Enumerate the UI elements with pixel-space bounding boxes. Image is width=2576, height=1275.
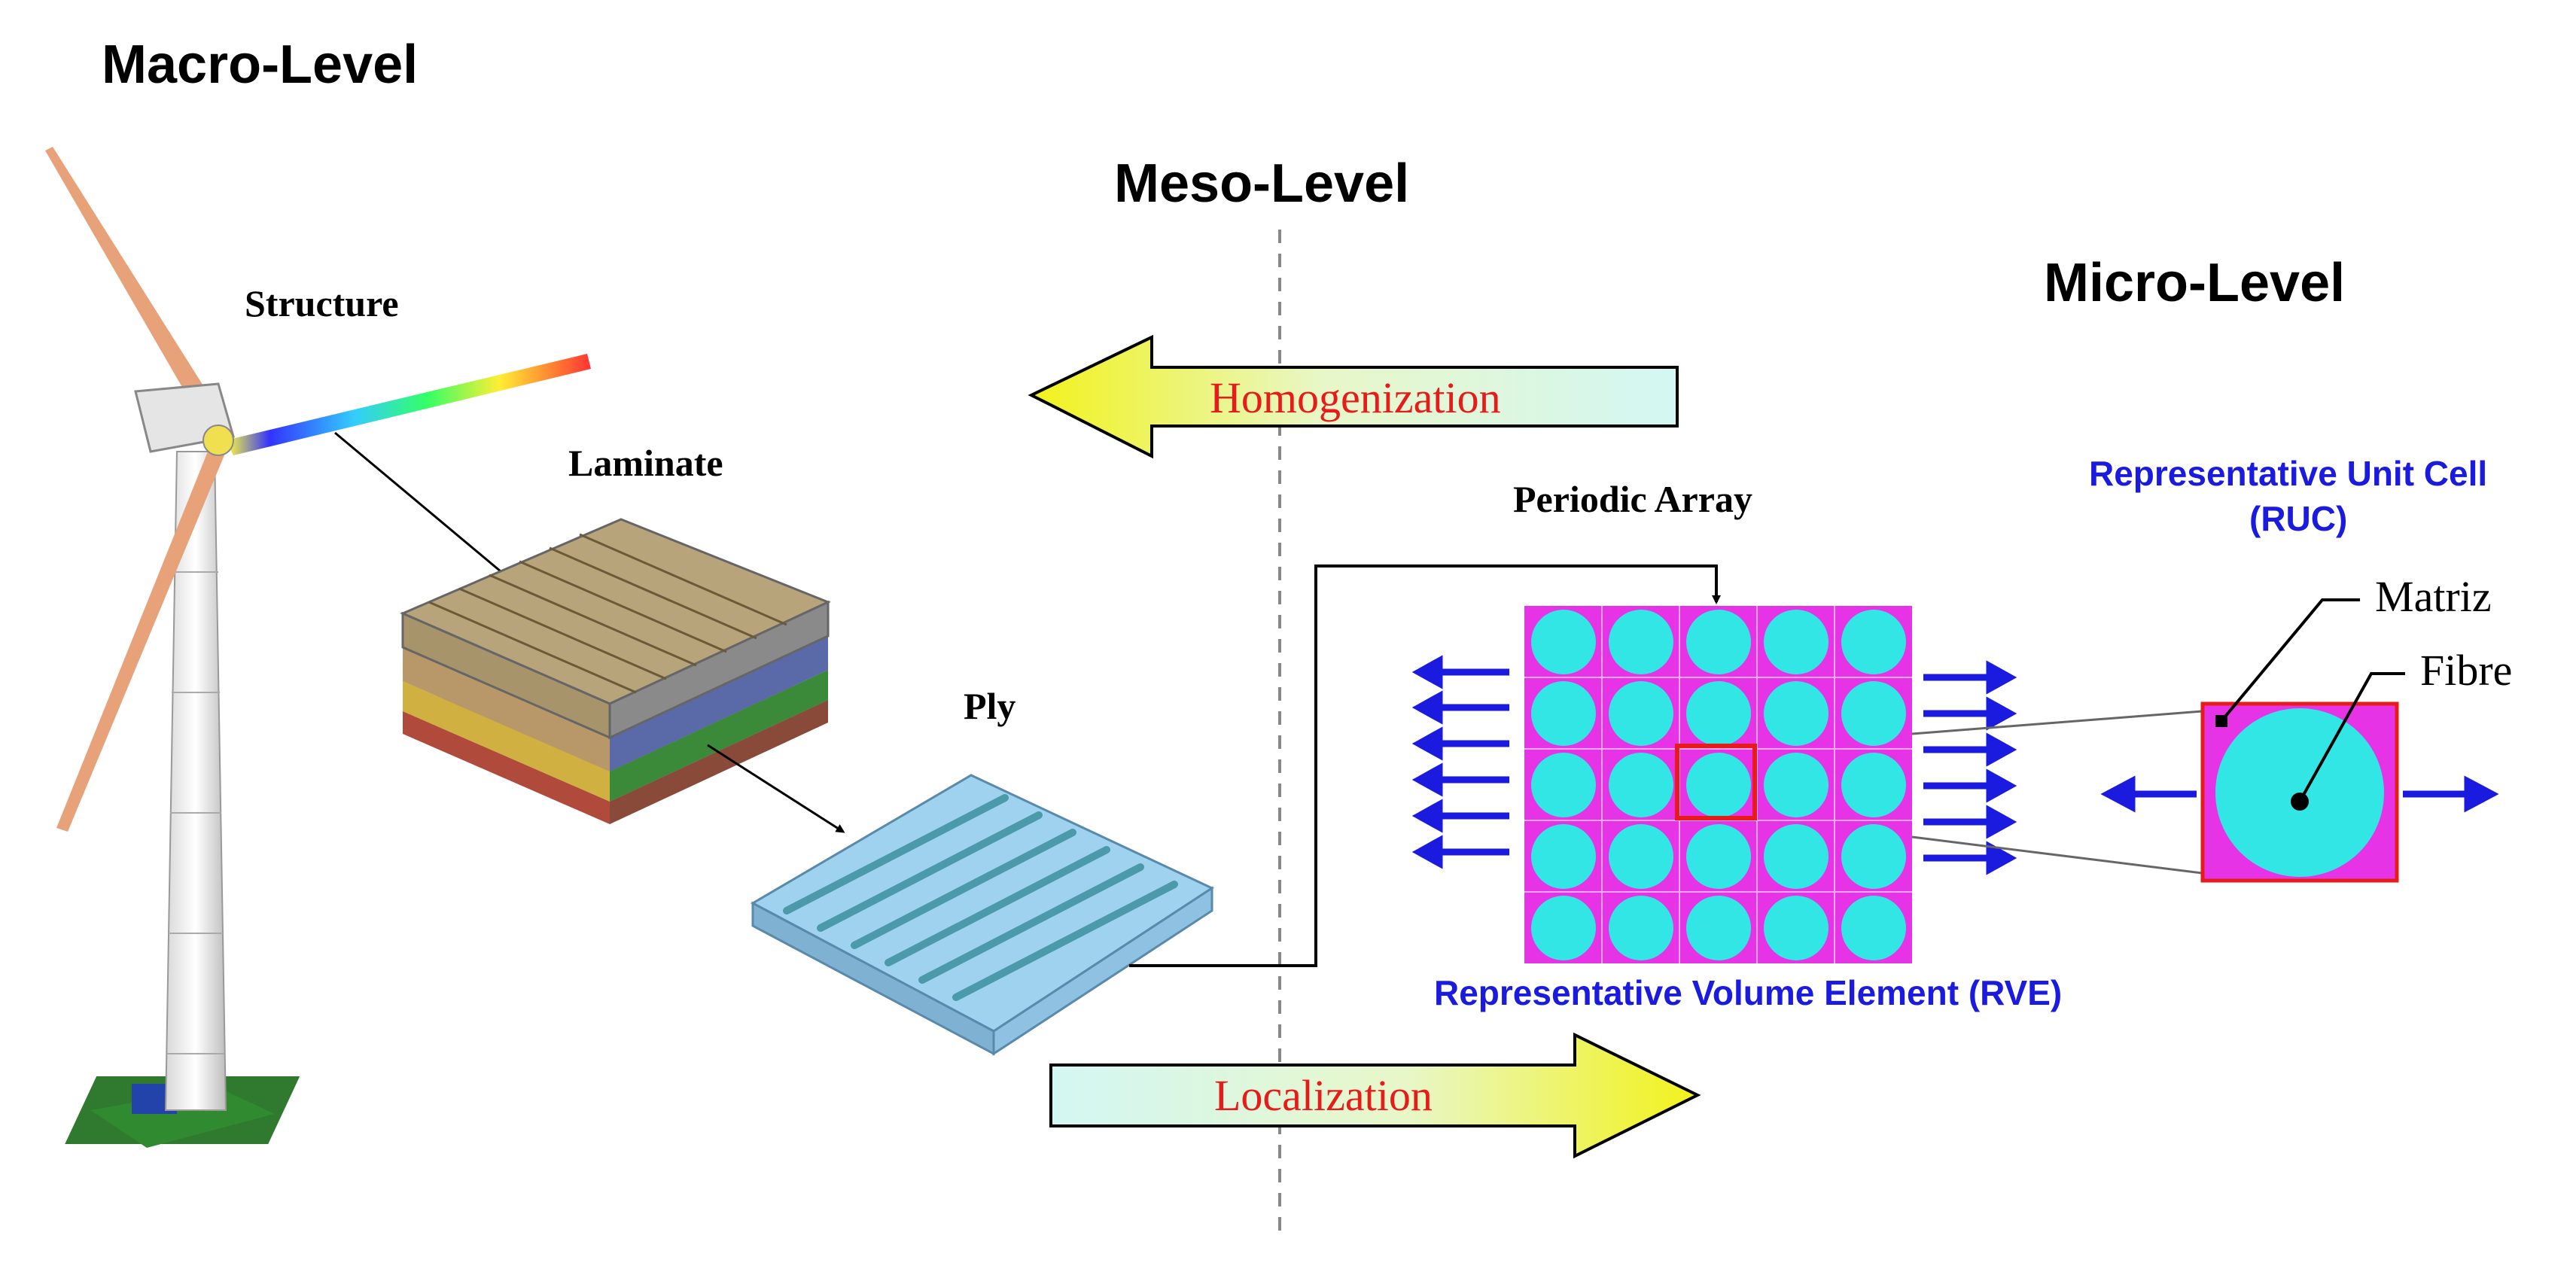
wind-turbine-icon	[45, 147, 591, 1148]
fibre-grid	[1531, 610, 1906, 960]
periodic-array-label: Periodic Array	[1513, 478, 1752, 520]
ply-sheet-icon	[750, 774, 1215, 1056]
periodic-array-rve	[1524, 606, 1912, 963]
homogenization-arrow	[1028, 334, 1679, 459]
ruc-load-arrows	[2100, 775, 2499, 813]
macro-level-title: Macro-Level	[102, 35, 418, 95]
localization-arrow	[1049, 1032, 1701, 1159]
laminate-label: Laminate	[568, 442, 723, 484]
zoom-line-bottom	[1911, 835, 2203, 875]
ruc-title-line1: Representative Unit Cell	[2089, 454, 2487, 493]
structure-to-laminate-arrow	[334, 431, 522, 589]
fibre-label: Fibre	[2420, 646, 2512, 695]
rve-label: Representative Volume Element (RVE)	[1434, 973, 2062, 1012]
structure-label: Structure	[245, 282, 399, 324]
meso-level-title: Meso-Level	[1114, 154, 1409, 214]
localization-label: Localization	[1214, 1071, 1433, 1120]
micro-level-title: Micro-Level	[2044, 253, 2345, 313]
ruc-title-line2: (RUC)	[2249, 499, 2347, 538]
left-load-arrows	[1411, 655, 1509, 869]
fibre-leader-line	[2298, 672, 2405, 802]
matriz-label: Matriz	[2375, 572, 2492, 621]
ply-to-array-connector	[1129, 564, 1721, 967]
homogenization-label: Homogenization	[1210, 373, 1501, 422]
representative-unit-cell	[2200, 701, 2399, 883]
ply-label: Ply	[964, 685, 1015, 727]
laminate-block-icon	[400, 518, 831, 824]
rve-highlight-box	[1675, 744, 1757, 820]
matriz-leader-line	[2220, 598, 2360, 723]
zoom-line-top	[1911, 710, 2203, 735]
laminate-to-ply-arrow	[707, 744, 845, 833]
right-load-arrows	[1923, 660, 2017, 875]
